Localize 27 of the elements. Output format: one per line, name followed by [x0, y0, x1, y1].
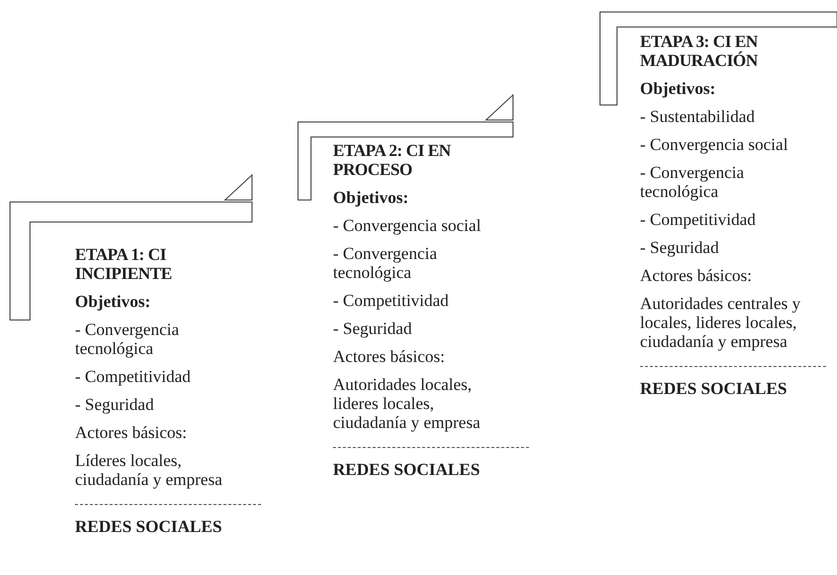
list-text: - Competitividad — [640, 210, 757, 229]
section-label: Objetivos: — [333, 188, 410, 207]
list-text: - Convergencia tecnológica — [75, 320, 180, 358]
footer-label: REDES SOCIALES — [640, 379, 788, 398]
list-text: - Convergencia social — [333, 216, 482, 235]
list-text: - Convergencia tecnológica — [333, 244, 438, 282]
stage-heading: ETAPA 2: CI EN PROCESO — [333, 141, 452, 179]
list-text: Actores básicos: — [333, 347, 446, 366]
list-text: - Competitividad — [333, 291, 450, 310]
list-text: - Seguridad — [333, 319, 413, 338]
list-text: Actores básicos: — [640, 266, 753, 285]
list-text: - Seguridad — [75, 395, 155, 414]
list-text: - Convergencia tecnológica — [640, 163, 746, 201]
footer-label: REDES SOCIALES — [333, 460, 481, 479]
stage-heading: ETAPA 1: CI INCIPIENTE — [75, 245, 173, 283]
list-text: Actores básicos: — [75, 423, 188, 442]
footer-label: REDES SOCIALES — [75, 517, 223, 536]
list-text: - Seguridad — [640, 238, 720, 257]
list-text: - Convergencia social — [640, 135, 789, 154]
stage-heading: ETAPA 3: CI EN MADURACIÓN — [640, 32, 759, 70]
section-label: Objetivos: — [75, 292, 152, 311]
section-label: Objetivos: — [640, 79, 717, 98]
list-text: Líderes locales, ciudadanía y empresa — [75, 451, 224, 489]
list-text: Autoridades centrales y locales, lideres locales, ciudadanía y empresa — [640, 294, 802, 351]
list-text: - Sustentabilidad — [640, 107, 756, 126]
list-text: Autoridades locales, lideres locales, ciudadanía y empresa — [333, 375, 482, 432]
list-text: - Competitividad — [75, 367, 192, 386]
